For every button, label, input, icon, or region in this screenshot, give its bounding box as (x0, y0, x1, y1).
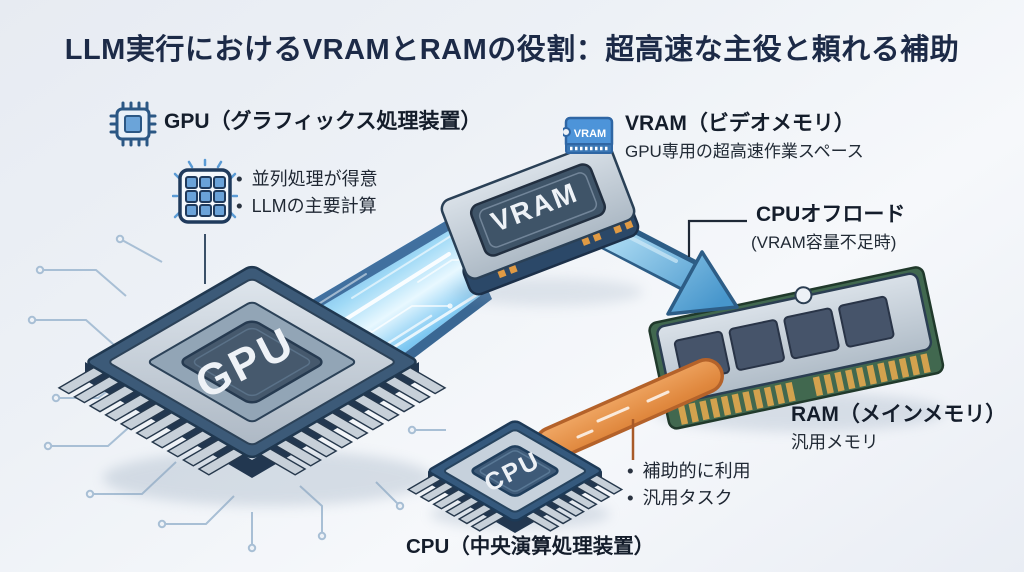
gpu-chip: GPU (57, 265, 447, 506)
cpu-offload-sublabel: (VRAM容量不足時) (751, 233, 897, 252)
cpu-bullet-1: 補助的に利用 (627, 458, 751, 485)
page-title: LLM実行におけるVRAMとRAMの役割：超高速な主役と頼れる補助 (64, 34, 960, 66)
ram-stick (648, 266, 945, 432)
cpu-ram-band (534, 358, 724, 462)
gpu-bullet-list: 並列処理が得意 LLMの主要計算 (236, 166, 378, 220)
cpu-offload-label: CPUオフロード (756, 203, 906, 226)
parallel-grid-icon (172, 158, 238, 228)
vram-chip-icon: VRAM (563, 112, 615, 160)
offload-leader-line (687, 219, 747, 257)
cpu-bullet-list: 補助的に利用 汎用タスク (627, 458, 751, 512)
cpu-bullet-2: 汎用タスク (627, 485, 751, 512)
vram-sublabel: GPU専用の超高速作業スペース (625, 142, 864, 161)
gpu-bullet-1: 並列処理が得意 (236, 166, 378, 193)
cpu-chip: CPU (406, 420, 624, 533)
gpu-chip-icon (106, 99, 160, 149)
ram-sublabel: 汎用メモリ (791, 432, 879, 452)
vram-label: VRAM（ビデオメモリ） (625, 112, 855, 135)
gpu-bullet-2: LLMの主要計算 (236, 193, 378, 220)
gpu-label: GPU（グラフィックス処理装置） (164, 110, 482, 133)
ram-label: RAM（メインメモリ） (791, 403, 1007, 426)
cpu-label: CPU（中央演算処理装置） (406, 535, 655, 558)
vram-icon-text: VRAM (574, 128, 606, 140)
vram-module: VRAM (440, 140, 643, 306)
